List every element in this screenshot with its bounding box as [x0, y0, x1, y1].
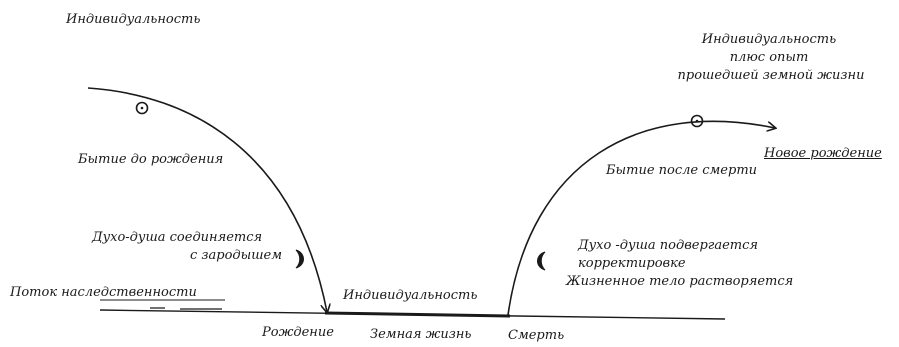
sun-symbol-right: [690, 114, 704, 128]
being-after-death-label: Бытие после смерти: [606, 163, 758, 178]
earthly-life-label: Земная жизнь: [370, 327, 472, 342]
earthly-life-segment: [324, 311, 511, 318]
moon-symbol-left: [295, 249, 304, 269]
correction-label: корректировке: [578, 256, 686, 271]
spirit-soul-joins-label: Духо-душа соединяется: [92, 230, 263, 245]
descent-arc: [87, 87, 327, 312]
past-earth-life-label: прошедшей земной жизни: [677, 68, 865, 83]
moon-symbol-right: [537, 251, 546, 271]
being-before-birth-label: Бытие до рождения: [78, 152, 224, 167]
ascent-arc: [507, 120, 775, 316]
death-label: Смерть: [508, 328, 565, 343]
individuality-before-label: Индивидуальность: [66, 12, 201, 27]
spirit-soul-corrected-label: Духо -душа подвергается: [578, 238, 759, 253]
life-body-dissolves-label: Жизненное тело растворяется: [566, 274, 794, 289]
sun-symbol-left: [135, 101, 149, 115]
heredity-stream-label: Поток наследственности: [10, 285, 197, 300]
individuality-after-label: Индивидуальность: [701, 32, 837, 47]
plus-experience-label: плюс опыт: [729, 50, 809, 65]
new-birth-label: Новое рождение: [764, 146, 882, 161]
heredity-stream-dashes: [150, 307, 222, 310]
individuality-earth-label: Индивидуальность: [343, 288, 478, 303]
birth-label: Рождение: [262, 325, 334, 340]
with-embryo-label: с зародышем: [190, 248, 283, 263]
